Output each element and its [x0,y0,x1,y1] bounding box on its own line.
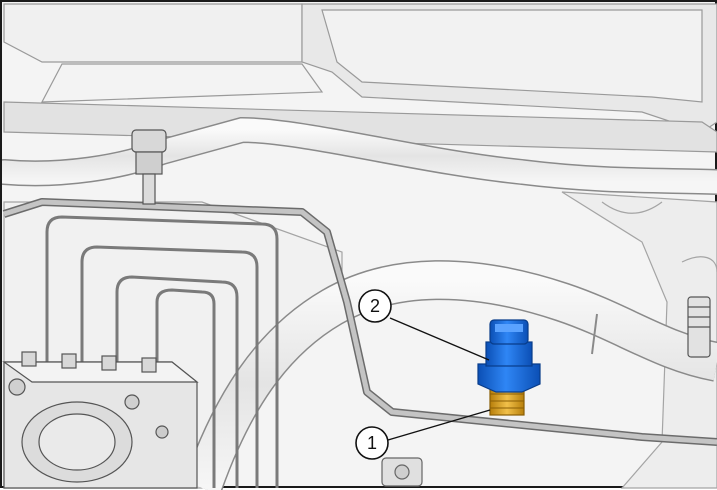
hydraulic-lines [45,215,279,488]
line-fitting [131,129,167,205]
upper-hose [2,116,717,195]
callout-1: 1 [355,426,389,460]
connector-body [477,319,541,393]
upper-body-panel [3,3,717,153]
right-fitting [687,296,711,358]
abs-module [2,351,199,489]
lower-hose [183,260,717,490]
callout-1-label: 1 [367,433,377,453]
steel-brake-line [2,198,717,446]
pressure-switch-icon [477,319,541,416]
bottom-mount [381,457,423,487]
callout-2-label: 2 [370,296,380,316]
callout-2: 2 [358,289,392,323]
leader-lines [387,317,491,441]
